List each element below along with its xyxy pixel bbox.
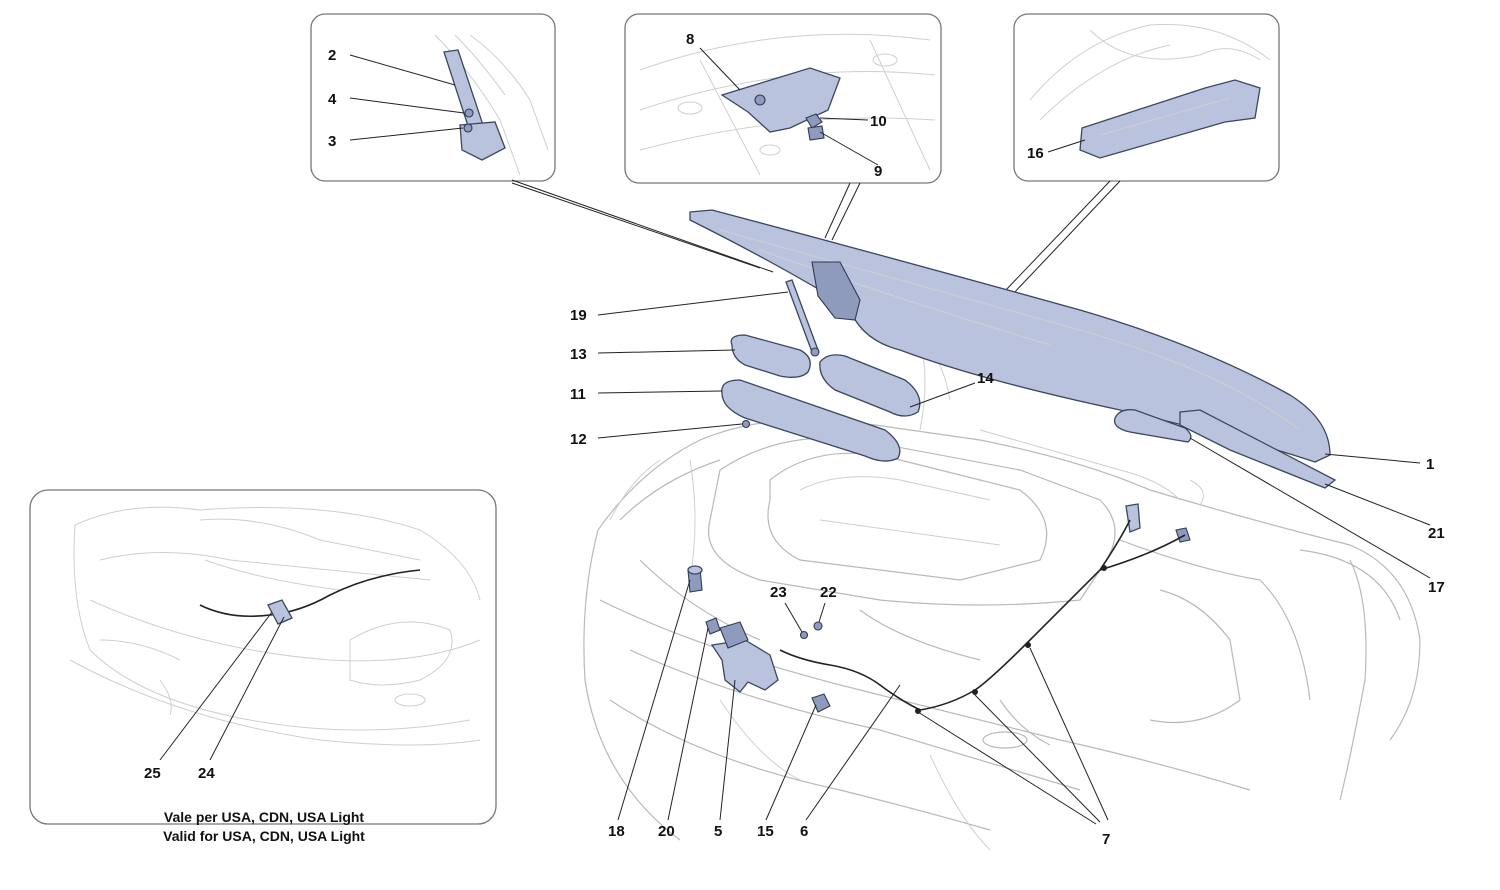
- seal-part-13: [730, 334, 811, 378]
- trim-part-21: [1179, 409, 1337, 489]
- callout-18: 18: [608, 823, 625, 840]
- validity-note-italian: Vale per USA, CDN, USA Light: [164, 809, 365, 825]
- callout-leaders: [159, 47, 1431, 825]
- callout-25: 25: [144, 765, 161, 782]
- bracket-part-7: [1125, 503, 1141, 533]
- callout-16: 16: [1027, 145, 1044, 162]
- callout-6: 6: [800, 823, 808, 840]
- seal-part-14: [819, 354, 921, 417]
- bolt-part-22: [813, 621, 823, 631]
- callout-9: 9: [874, 163, 882, 180]
- gas-strut-part-19: [785, 279, 819, 353]
- detail-inset-striker: [624, 13, 942, 184]
- callout-1: 1: [1426, 456, 1434, 473]
- latch-part-5: [710, 639, 779, 693]
- detail-inset-hinge: [310, 13, 556, 182]
- callout-11: 11: [570, 386, 586, 403]
- callout-17: 17: [1428, 579, 1445, 596]
- callout-10: 10: [870, 113, 887, 130]
- callout-13: 13: [570, 346, 587, 363]
- callout-12: 12: [570, 431, 587, 448]
- release-cable: [779, 519, 1131, 711]
- callout-19: 19: [570, 307, 587, 324]
- inset-leader-seal: [1011, 180, 1121, 296]
- trim-part-17: [1113, 409, 1192, 443]
- callout-labels: 1 2 3 4 5 6 7 8 9 10 11 12 13 14 15 16 1…: [144, 31, 1445, 848]
- bracket-part-20: [705, 617, 721, 635]
- callout-5: 5: [714, 823, 722, 840]
- inset-leader-striker: [824, 182, 851, 239]
- clip-part-15: [811, 693, 831, 713]
- callout-8: 8: [686, 31, 694, 48]
- callout-15: 15: [757, 823, 774, 840]
- detail-inset-seal: [1013, 13, 1280, 182]
- callout-20: 20: [658, 823, 675, 840]
- callout-14: 14: [977, 370, 994, 387]
- callout-24: 24: [198, 765, 215, 782]
- nut-part-23: [799, 630, 809, 640]
- inset-leader-hinge: [511, 179, 774, 273]
- car-front-outline: [583, 321, 1421, 851]
- callout-2: 2: [328, 47, 336, 64]
- callout-23: 23: [770, 584, 787, 601]
- callout-7: 7: [1102, 831, 1110, 848]
- fastener-part-12: [741, 419, 751, 429]
- callout-22: 22: [820, 584, 837, 601]
- callout-3: 3: [328, 133, 336, 150]
- callout-4: 4: [328, 91, 337, 108]
- callout-21: 21: [1428, 525, 1445, 542]
- seal-part-11: [721, 379, 901, 462]
- validity-note-english: Valid for USA, CDN, USA Light: [163, 828, 365, 844]
- bonnet-inner-structure: [811, 261, 861, 321]
